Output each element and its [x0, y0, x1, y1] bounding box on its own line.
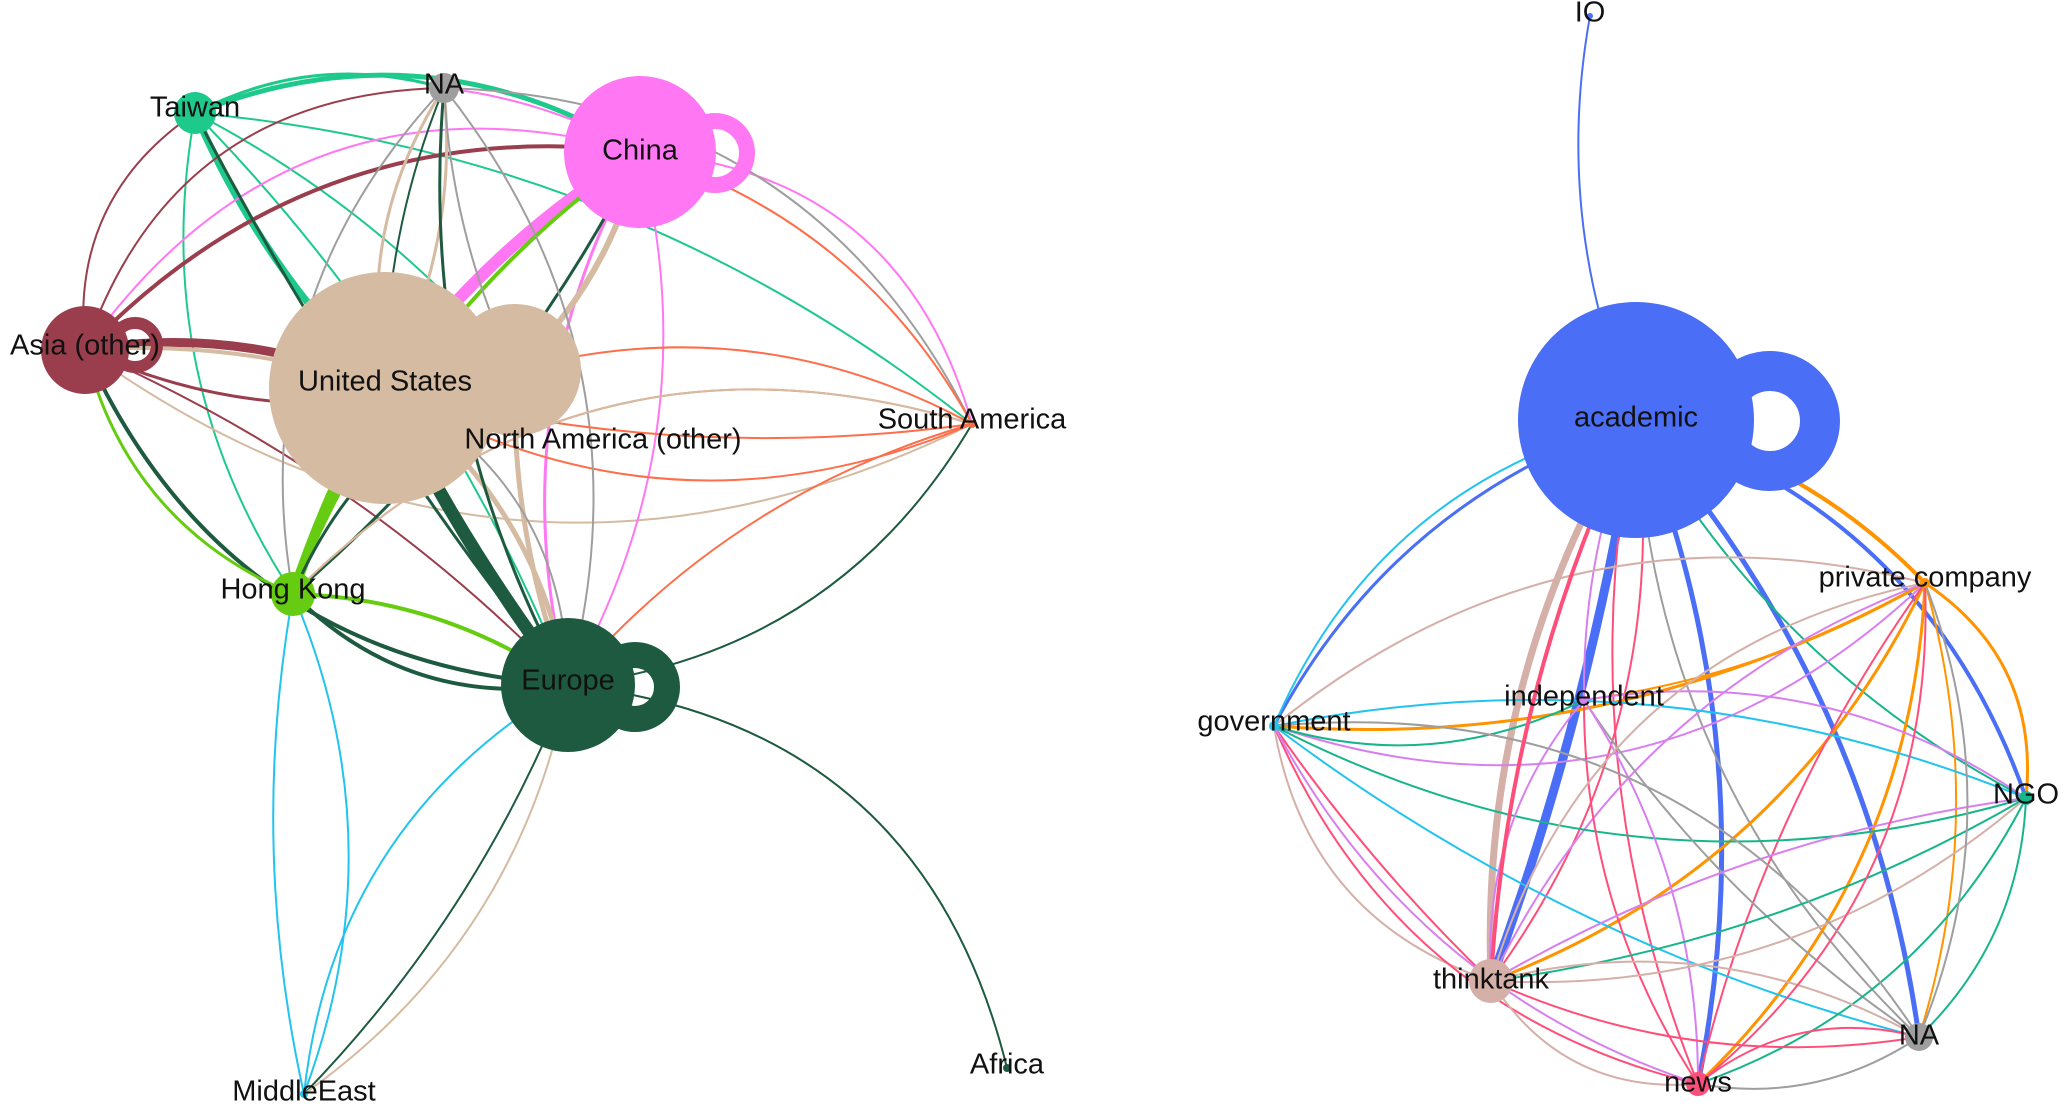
edge-europe-south_america	[567, 423, 973, 686]
node-label-ngo: NGO	[1993, 779, 2059, 811]
edge-asia_other-china	[83, 144, 641, 352]
edge-thinktank-na2	[1490, 980, 1920, 1049]
node-label-private-company: private company	[1819, 562, 2032, 594]
node-government	[1269, 721, 1279, 731]
edge-europe-middleeast	[303, 684, 569, 1095]
affiliation-network-nodes	[1269, 13, 2033, 1096]
node-label-north-america-other: North America (other)	[464, 424, 741, 456]
edge-government-ngo	[1273, 725, 2027, 843]
edge-ngo-thinktank	[1490, 797, 2027, 982]
node-label-independent: independent	[1504, 681, 1664, 713]
node-label-government: government	[1197, 706, 1350, 738]
edge-south_america-hongkong	[292, 388, 973, 595]
edge-hongkong-middleeast	[292, 593, 350, 1095]
node-south_america	[968, 420, 976, 428]
edge-government-ngo	[1273, 698, 2027, 799]
edge-ngo-thinktank	[1490, 797, 2027, 982]
edge-taiwan-na	[194, 72, 445, 115]
edge-government-private	[1273, 556, 1926, 727]
node-label-south-america: South America	[878, 404, 1067, 436]
node-africa	[1003, 1064, 1011, 1072]
node-label-thinktank: thinktank	[1433, 964, 1550, 996]
edge-private-news	[1697, 582, 1926, 1085]
edge-private-na2	[1918, 582, 1958, 1038]
node-asia_other	[41, 306, 129, 394]
edge-government-thinktank	[1273, 725, 1492, 982]
node-hongkong	[271, 572, 315, 616]
edge-hongkong-middleeast	[272, 593, 305, 1095]
edge-europe-africa	[567, 684, 1008, 1069]
node-na	[429, 73, 459, 103]
node-taiwan	[174, 92, 216, 134]
edge-government-na2	[1273, 725, 1920, 1038]
node-ngo	[2019, 791, 2033, 805]
edge-thinktank-news	[1490, 980, 1699, 1086]
node-label-io: IO	[1575, 0, 1606, 29]
edge-ngo-na2	[1918, 797, 2027, 1038]
node-label-na: NA	[424, 69, 465, 101]
edge-thinktank-private	[1490, 582, 1926, 982]
edge-china-europe	[567, 151, 665, 686]
edge-na2-government	[1273, 721, 1920, 1038]
node-news	[1686, 1072, 1710, 1096]
node-io	[1587, 13, 1593, 19]
edge-independent-news	[1582, 699, 1699, 1085]
node-private	[1920, 578, 1930, 588]
edge-private-independent	[1583, 582, 1926, 701]
edge-independent-thinktank	[1489, 699, 1585, 982]
node-label-hong-kong: Hong Kong	[220, 574, 365, 606]
node-na_other	[449, 304, 581, 436]
region-network-nodes	[41, 73, 1011, 1098]
edge-private-news	[1696, 582, 1927, 1086]
edge-asia_other-south_america	[84, 349, 973, 524]
node-label-academic: academic	[1574, 402, 1698, 434]
node-middleeast	[300, 1090, 308, 1098]
node-label-middleeast: MiddleEast	[232, 1076, 375, 1107]
edge-independent-news	[1583, 699, 1700, 1085]
edge-europe-south_america	[567, 423, 973, 686]
edge-na_other-south_america	[514, 346, 973, 425]
node-label-united-states: United States	[298, 366, 472, 398]
edge-private-thinktank	[1490, 582, 1927, 983]
edge-na-south_america	[443, 87, 973, 425]
node-label-africa: Africa	[970, 1049, 1045, 1081]
edge-news-government	[1273, 725, 1699, 1085]
node-us	[269, 272, 501, 504]
node-label-asia-other: Asia (other)	[10, 330, 160, 362]
edge-government-independent	[1273, 699, 1585, 747]
node-academic	[1518, 302, 1754, 538]
edge-news-na2	[1697, 1026, 1920, 1085]
affiliation-network-labels: IO academic private company independent …	[1197, 0, 2059, 1099]
edge-na2-private	[1918, 582, 1969, 1038]
node-label-news: news	[1664, 1067, 1732, 1099]
edge-ngo-news	[1697, 797, 2027, 1085]
edge-thinktank-ngo	[1490, 797, 2027, 984]
edge-thinktank-na2	[1490, 960, 1920, 1038]
edge-private-ngo	[1924, 581, 2030, 799]
node-label-taiwan: Taiwan	[150, 92, 240, 124]
affiliation-network-edges	[1272, 15, 2030, 1090]
node-europe	[501, 618, 635, 752]
edge-europe-middleeast	[303, 684, 569, 1095]
edge-private-thinktank	[1490, 582, 1926, 982]
edge-europe-middleeast	[303, 684, 569, 1095]
node-thinktank	[1469, 959, 1513, 1003]
edge-asia_other-hongkong	[83, 349, 294, 596]
edge-government-news	[1273, 725, 1699, 1085]
edge-independent-ngo	[1583, 690, 2027, 799]
node-label-china: China	[602, 135, 679, 167]
region-network-labels: China United States North America (other…	[10, 69, 1067, 1107]
node-china	[564, 76, 716, 228]
node-label-europe: Europe	[521, 665, 615, 697]
node-label-na-affiliation: NA	[1899, 1020, 1940, 1052]
node-na2	[1905, 1023, 1933, 1051]
edge-news-private	[1697, 582, 1927, 1085]
node-independent	[1580, 696, 1588, 704]
edge-china-asia_other	[84, 127, 641, 351]
edge-independent-na2	[1583, 699, 1920, 1038]
edge-news-na2	[1697, 1036, 1920, 1090]
